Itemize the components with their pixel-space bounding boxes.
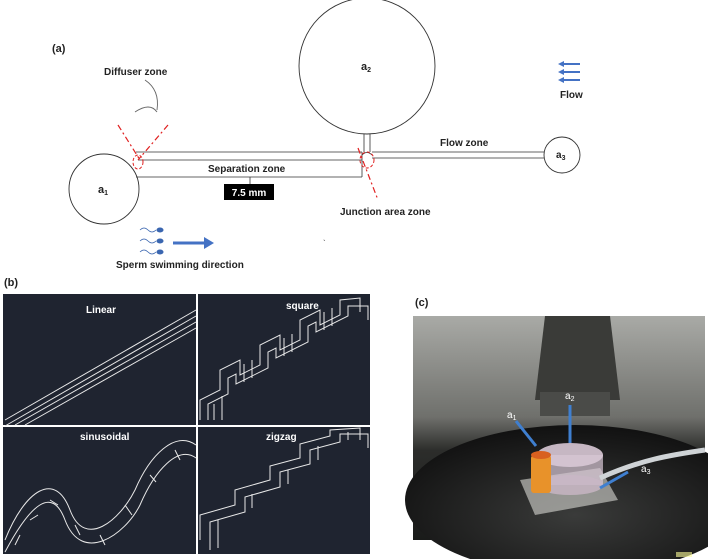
diffuser-marker-ellipse xyxy=(132,154,144,170)
flow-label: Flow xyxy=(560,90,583,101)
panel-a: (a) a2 a1 a3 Diffuser zone Separation zo… xyxy=(52,0,583,271)
photo-label-a3: a3 xyxy=(641,464,651,476)
tile-sinusoidal-title: sinusoidal xyxy=(80,432,130,443)
swim-direction-arrow-icon xyxy=(173,237,214,249)
sperm-icons xyxy=(139,227,164,255)
tile-square-title: square xyxy=(286,301,319,312)
photo-label-a1: a1 xyxy=(507,410,517,422)
panel-a-label: (a) xyxy=(52,43,66,55)
separation-channel xyxy=(136,151,363,178)
tile-linear: Linear xyxy=(3,294,197,427)
reservoir-a2-label: a2 xyxy=(361,61,371,74)
length-badge xyxy=(224,184,274,200)
arrow-a3-icon xyxy=(599,470,629,490)
flow-arrows-icon xyxy=(558,61,580,83)
panel-c: (c) xyxy=(405,297,708,559)
device-photo xyxy=(405,316,708,559)
diffuser-arc xyxy=(134,79,158,113)
reservoir-a1-label: a1 xyxy=(98,184,108,197)
tile-zigzag: zigzag xyxy=(198,427,370,554)
length-badge-text: 7.5 mm xyxy=(232,188,267,199)
tile-square: square xyxy=(198,294,370,425)
panel-b-label: (b) xyxy=(4,277,18,289)
reservoir-a1 xyxy=(68,153,140,225)
sperm-direction-label: Sperm swimming direction xyxy=(116,260,244,271)
reservoir-a3-label: a3 xyxy=(556,150,566,162)
junction-marker xyxy=(357,147,379,201)
reservoir-a2 xyxy=(298,0,436,135)
stray-mark: ` xyxy=(323,239,326,248)
tile-sinusoidal: sinusoidal xyxy=(3,427,197,554)
arrow-a1-icon xyxy=(514,420,538,447)
diffuser-marker xyxy=(117,124,169,161)
junction-zone-label: Junction area zone xyxy=(340,207,431,218)
junction-marker-ellipse xyxy=(359,151,375,169)
photo-label-a2: a2 xyxy=(565,391,575,403)
panel-b: (b) Linear square sinusoidal zigzag xyxy=(3,277,370,554)
a2-neck xyxy=(363,134,371,152)
flow-channel xyxy=(372,151,544,159)
tile-linear-title: Linear xyxy=(86,305,116,316)
panel-c-label: (c) xyxy=(415,297,429,309)
diffuser-zone-label: Diffuser zone xyxy=(104,67,168,78)
corner-mark xyxy=(676,552,692,557)
separation-zone-label: Separation zone xyxy=(208,164,286,175)
reservoir-a3 xyxy=(543,136,581,174)
tile-zigzag-title: zigzag xyxy=(266,432,297,443)
flow-zone-label: Flow zone xyxy=(440,138,489,149)
